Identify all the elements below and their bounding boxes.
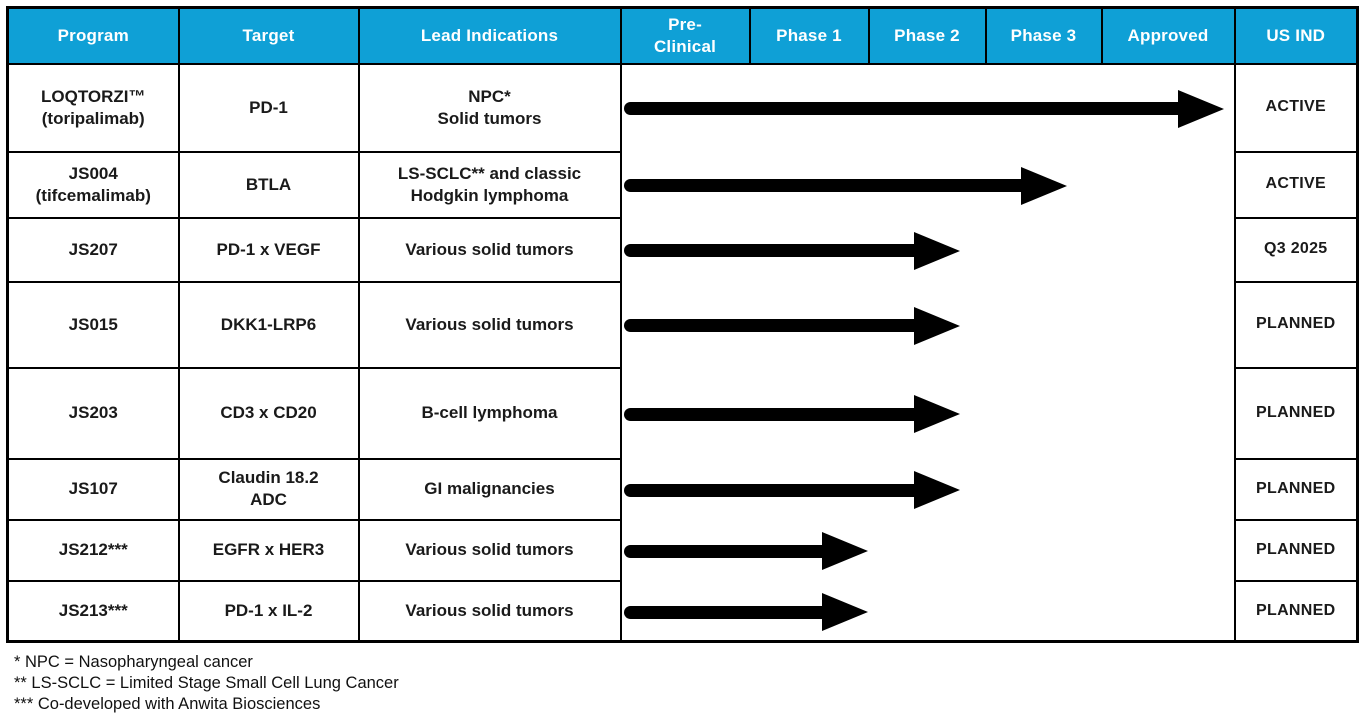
table-row: JS212*** EGFR x HER3 Various solid tumor…	[6, 518, 1359, 582]
us-ind-status: PLANNED	[1233, 579, 1359, 643]
us-ind-status: PLANNED	[1233, 280, 1359, 369]
pipeline-cell	[619, 62, 1236, 643]
us-ind-status: PLANNED	[1233, 518, 1359, 582]
us-ind-status: PLANNED	[1233, 366, 1359, 460]
pipeline-arrow	[623, 532, 868, 570]
indication-cell: Various solid tumors	[357, 579, 622, 643]
table-row: JS213*** PD-1 x IL-2 Various solid tumor…	[6, 579, 1359, 643]
target-cell: PD-1 x IL-2	[177, 579, 360, 643]
indication-cell: GI malignancies	[357, 457, 622, 521]
table-row: LOQTORZI™ (toripalimab) PD-1 NPC* Solid …	[6, 62, 1359, 643]
target-cell: PD-1	[177, 62, 360, 153]
arrow-head-icon	[821, 593, 868, 631]
footnote: ** LS-SCLC = Limited Stage Small Cell Lu…	[14, 674, 399, 692]
program-cell: JS004 (tifcemalimab)	[6, 150, 180, 219]
arrow-shaft	[623, 483, 914, 497]
col-header-lead-indications: Lead Indications	[357, 6, 622, 65]
col-header-phase3: Phase 3	[984, 6, 1103, 65]
col-header-target: Target	[177, 6, 360, 65]
arrow-shaft	[623, 319, 914, 332]
pipeline-arrow	[623, 89, 1224, 128]
us-ind-status: ACTIVE	[1233, 150, 1359, 219]
indication-cell: Various solid tumors	[357, 280, 622, 369]
pipeline-chart: Program Target Lead Indications Pre- Cli…	[6, 6, 1359, 643]
table-row: JS107 Claudin 18.2 ADC GI malignancies P…	[6, 457, 1359, 521]
arrow-head-icon	[913, 395, 960, 433]
arrow-head-icon	[913, 471, 960, 509]
us-ind-status: Q3 2025	[1233, 216, 1359, 283]
indication-cell: B-cell lymphoma	[357, 366, 622, 460]
footnotes: * NPC = Nasopharyngeal cancer ** LS-SCLC…	[14, 652, 399, 715]
col-header-approved: Approved	[1100, 6, 1236, 65]
arrow-shaft	[623, 244, 914, 257]
pipeline-arrow	[623, 395, 960, 433]
col-header-us-ind: US IND	[1233, 6, 1359, 65]
indication-cell: Various solid tumors	[357, 518, 622, 582]
arrow-shaft	[623, 605, 822, 619]
program-cell: JS213***	[6, 579, 180, 643]
col-header-phase2: Phase 2	[867, 6, 987, 65]
arrow-head-icon	[1020, 166, 1067, 205]
program-cell: JS107	[6, 457, 180, 521]
table-row: JS004 (tifcemalimab) BTLA LS-SCLC** and …	[6, 150, 1359, 219]
program-cell: LOQTORZI™ (toripalimab)	[6, 62, 180, 153]
us-ind-status: PLANNED	[1233, 457, 1359, 521]
target-cell: Claudin 18.2 ADC	[177, 457, 360, 521]
footnote: *** Co-developed with Anwita Biosciences	[14, 695, 321, 713]
table-row: JS203 CD3 x CD20 B-cell lymphoma PLANNED	[6, 366, 1359, 460]
arrow-head-icon	[1177, 89, 1224, 128]
pipeline-arrow	[623, 471, 960, 509]
arrow-head-icon	[913, 306, 960, 345]
col-header-preclinical: Pre- Clinical	[619, 6, 751, 65]
col-header-phase1: Phase 1	[748, 6, 870, 65]
arrow-shaft	[623, 102, 1178, 115]
target-cell: BTLA	[177, 150, 360, 219]
program-cell: JS203	[6, 366, 180, 460]
target-cell: DKK1-LRP6	[177, 280, 360, 369]
table-row: JS207 PD-1 x VEGF Various solid tumors Q…	[6, 216, 1359, 283]
target-cell: PD-1 x VEGF	[177, 216, 360, 283]
indication-cell: Various solid tumors	[357, 216, 622, 283]
us-ind-status: ACTIVE	[1233, 62, 1359, 153]
target-cell: CD3 x CD20	[177, 366, 360, 460]
header-row: Program Target Lead Indications Pre- Cli…	[6, 6, 1359, 65]
col-header-program: Program	[6, 6, 180, 65]
program-cell: JS207	[6, 216, 180, 283]
program-cell: JS015	[6, 280, 180, 369]
pipeline-arrow	[623, 166, 1067, 205]
table-row: JS015 DKK1-LRP6 Various solid tumors PLA…	[6, 280, 1359, 369]
footnote: * NPC = Nasopharyngeal cancer	[14, 653, 253, 671]
arrow-shaft	[623, 179, 1021, 192]
pipeline-table: Program Target Lead Indications Pre- Cli…	[6, 6, 1359, 643]
arrow-shaft	[623, 407, 914, 421]
target-cell: EGFR x HER3	[177, 518, 360, 582]
pipeline-arrow	[623, 231, 960, 270]
indication-cell: NPC* Solid tumors	[357, 62, 622, 153]
arrow-shaft	[623, 544, 822, 558]
arrow-head-icon	[821, 532, 868, 570]
indication-cell: LS-SCLC** and classic Hodgkin lymphoma	[357, 150, 622, 219]
program-cell: JS212***	[6, 518, 180, 582]
pipeline-arrow	[623, 593, 868, 631]
pipeline-arrow	[623, 306, 960, 345]
arrow-head-icon	[913, 231, 960, 270]
